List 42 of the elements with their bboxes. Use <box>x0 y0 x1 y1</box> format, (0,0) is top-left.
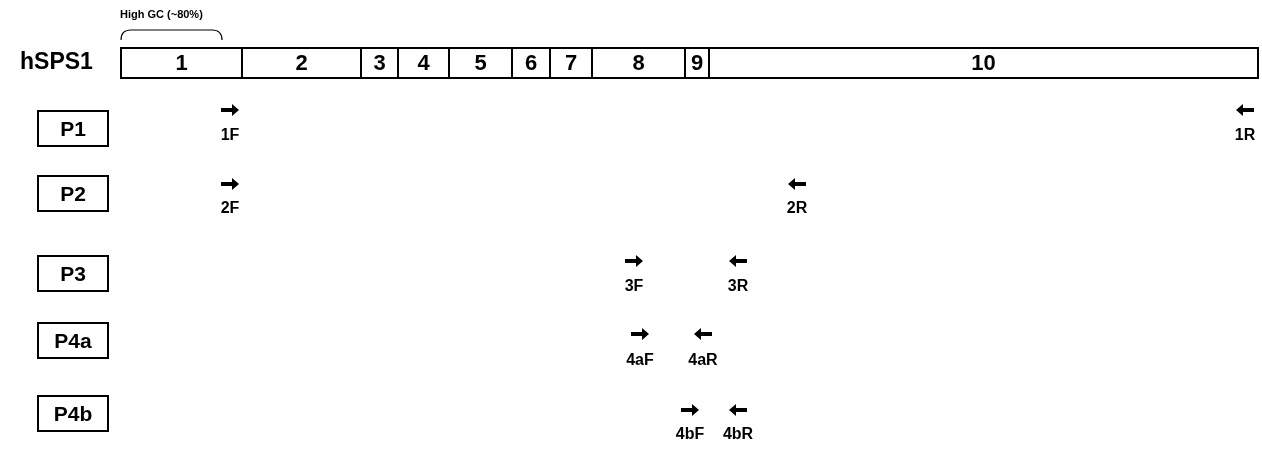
exon-box <box>549 47 593 79</box>
exon-number: 1 <box>175 50 188 76</box>
exon-box <box>448 47 513 79</box>
primer-label: 4aF <box>626 351 654 369</box>
primer-label: 1R <box>1234 126 1256 144</box>
primer-label: 4aR <box>688 351 718 369</box>
primer-pair-box <box>37 255 109 292</box>
primer-pair-box <box>37 110 109 147</box>
primer-label: 2R <box>786 199 808 217</box>
exon-number: 9 <box>690 50 704 76</box>
region-note: High GC (~80%) <box>120 8 203 20</box>
primer-label: 4bR <box>722 425 754 443</box>
exon-number: 2 <box>295 50 308 76</box>
exon-number: 7 <box>564 50 578 76</box>
exon-box <box>511 47 551 79</box>
exon-number: 4 <box>417 50 430 76</box>
primer-pair-box <box>37 175 109 212</box>
exon-number: 10 <box>971 50 996 76</box>
exon-box <box>708 47 1259 79</box>
exon-number: 3 <box>373 50 386 76</box>
exon-box <box>241 47 362 79</box>
primer-pair-name: P4b <box>53 401 93 426</box>
primer-label: 1F <box>220 126 240 144</box>
primer-label: 3R <box>727 277 749 295</box>
exon-number: 8 <box>632 50 645 76</box>
primer-pair-box <box>37 322 109 359</box>
exon-box <box>360 47 399 79</box>
primer-label: 4bF <box>675 425 705 443</box>
exon-number: 6 <box>524 50 538 76</box>
primer-pair-box <box>37 395 109 432</box>
exon-box <box>684 47 710 79</box>
primer-pair-name: P2 <box>60 181 86 206</box>
primer-label: 3F <box>624 277 644 295</box>
exon-box <box>120 47 243 79</box>
gene-name: hSPS1 <box>20 48 93 75</box>
exon-number: 5 <box>474 50 487 76</box>
primer-pair-name: P4a <box>54 328 92 353</box>
exon-box <box>591 47 686 79</box>
exon-box <box>397 47 450 79</box>
primer-pair-name: P1 <box>60 116 86 141</box>
primer-pair-name: P3 <box>60 261 86 286</box>
primer-label: 2F <box>220 199 240 217</box>
